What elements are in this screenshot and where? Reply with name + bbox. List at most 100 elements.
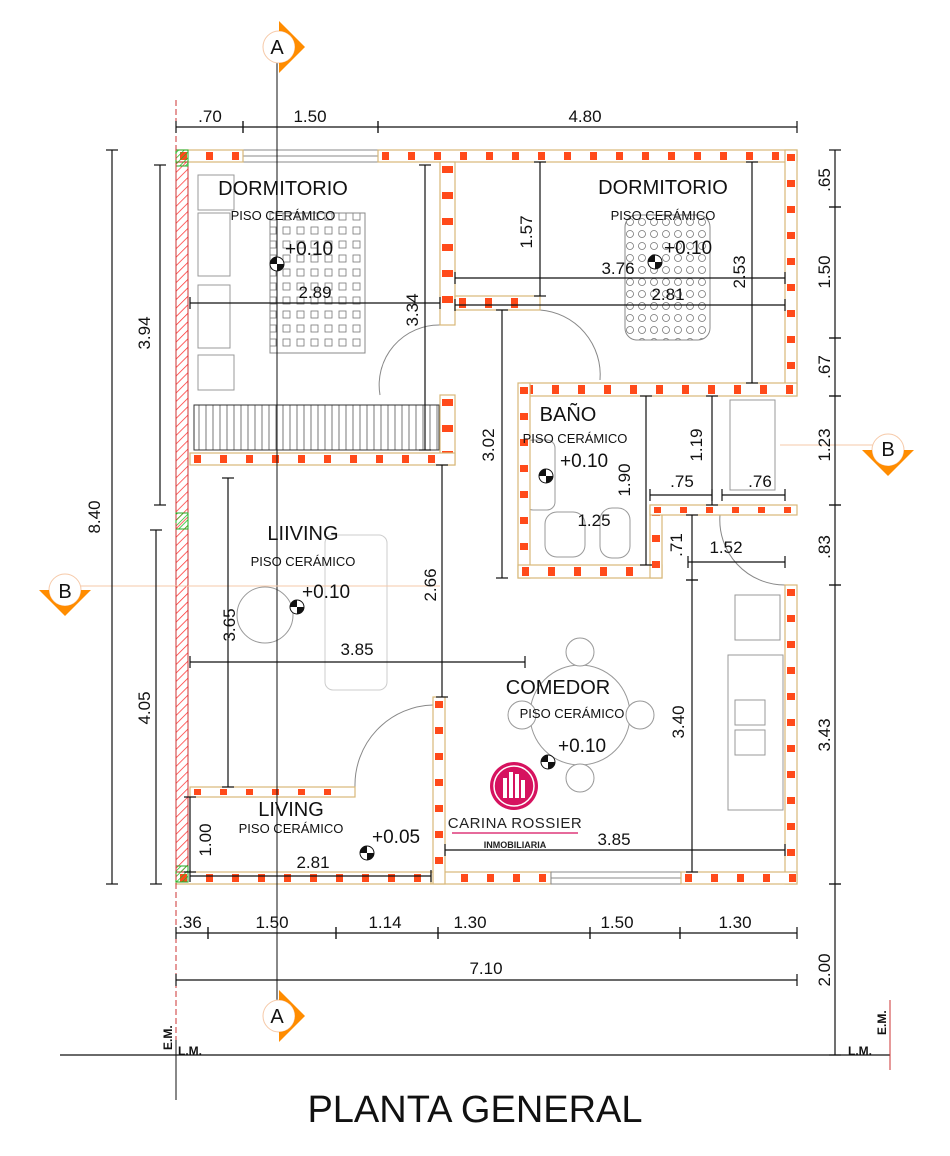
wall-brick (706, 507, 713, 513)
dim-right: 3.43 (815, 718, 834, 751)
wall-brick (388, 874, 395, 882)
wardrobe (193, 404, 440, 451)
wall-brick (787, 771, 795, 778)
wall-brick (442, 270, 453, 277)
wall-brick (442, 244, 453, 251)
wall-brick (520, 491, 528, 498)
wall-brick (513, 874, 520, 882)
room-name: DORMITORIO (218, 178, 348, 200)
room-floor: PISO CERÁMICO (239, 821, 344, 836)
wall-brick (324, 455, 331, 463)
dim-d1-width: 2.89 (298, 283, 331, 302)
wall-brick (402, 455, 409, 463)
wall-brick (272, 455, 279, 463)
wall-brick (720, 152, 727, 160)
wall (189, 452, 456, 466)
wall-brick (787, 284, 795, 291)
wall-brick (428, 455, 435, 463)
dim-setback: 2.00 (815, 953, 834, 986)
level-marker-fill (648, 255, 662, 269)
dim-kitchen-w: 1.52 (709, 538, 742, 557)
wall-brick (656, 385, 663, 394)
dim-d2-width: 2.81 (651, 285, 684, 304)
wall-brick (787, 667, 795, 674)
toilet (544, 511, 586, 558)
wall-brick (552, 385, 559, 394)
wall-brick (787, 180, 795, 187)
section-marker-arrow (862, 450, 914, 476)
wall-brick (520, 439, 528, 446)
wall-brick (652, 535, 660, 542)
wall-brick (206, 152, 213, 160)
wall (517, 564, 663, 579)
lm-label-right: L.M. (848, 1044, 872, 1058)
dim-right: 1.23 (815, 428, 834, 461)
wall-brick (194, 455, 201, 463)
wall-brick (578, 385, 585, 394)
section-a-top-label: A (270, 37, 284, 59)
dim-top: 1.50 (293, 107, 326, 126)
dim-laundry-w: .75 (670, 472, 694, 491)
wall-brick (787, 719, 795, 726)
wall-brick (520, 543, 528, 550)
level-marker-fill (541, 755, 555, 769)
wall-brick (442, 192, 453, 199)
wall-brick (232, 152, 239, 160)
wall-brick (787, 589, 795, 596)
wall-brick (590, 152, 597, 160)
dim-comedor-w: 3.85 (597, 830, 630, 849)
lm-label-left: L.M. (178, 1044, 202, 1058)
wall-brick (787, 693, 795, 700)
wall-brick (486, 152, 493, 160)
wall-brick (787, 336, 795, 343)
wall-brick (258, 874, 265, 882)
logo-subtitle: INMOBILIARIA (484, 840, 547, 850)
dim-left-total: 8.40 (85, 500, 104, 533)
wall-brick (324, 789, 331, 795)
wall-brick (564, 152, 571, 160)
wall-brick (435, 831, 443, 838)
room-name: COMEDOR (506, 677, 610, 699)
wall-brick (461, 874, 468, 882)
wall-brick (682, 385, 689, 394)
section-marker-icon (39, 573, 91, 616)
wall-brick (787, 362, 795, 369)
dim-living-w: 3.85 (340, 640, 373, 659)
dim-d1-height: 3.34 (403, 293, 422, 326)
wall-brick (734, 385, 741, 394)
room-name: BAÑO (540, 402, 597, 426)
wall-brick (284, 874, 291, 882)
dim-total-width: 7.10 (469, 959, 502, 978)
wall-brick (604, 385, 611, 394)
room-level: +0.05 (372, 827, 420, 848)
dim-bath-w: 1.25 (577, 511, 610, 530)
wall-brick (784, 507, 791, 513)
drawing-title: PLANTA GENERAL (307, 1089, 642, 1131)
wall-brick (246, 789, 253, 795)
wall-brick (232, 874, 239, 882)
wall (439, 161, 456, 326)
wall-brick (737, 874, 744, 882)
table-living (236, 586, 294, 644)
dim-hall: 3.02 (479, 428, 498, 461)
wall (784, 584, 798, 885)
section-markers (39, 21, 914, 1042)
wall-brick (642, 152, 649, 160)
wall-brick (758, 507, 765, 513)
wall-brick (485, 298, 492, 308)
room-floor: PISO CERÁMICO (611, 208, 716, 223)
wall-brick (772, 152, 779, 160)
level-marker-fill (290, 600, 304, 614)
wall-brick (787, 310, 795, 317)
dim-top: 4.80 (568, 107, 601, 126)
wall-brick (414, 874, 421, 882)
dim-comedor-h: 3.40 (669, 705, 688, 738)
wall-brick (460, 152, 467, 160)
wall-brick (520, 413, 528, 420)
wall-brick (787, 154, 795, 161)
level-marker-fill (539, 469, 553, 483)
section-marker-arrow (279, 21, 305, 73)
level-marker-fill (270, 257, 284, 271)
wall-brick (408, 152, 415, 160)
